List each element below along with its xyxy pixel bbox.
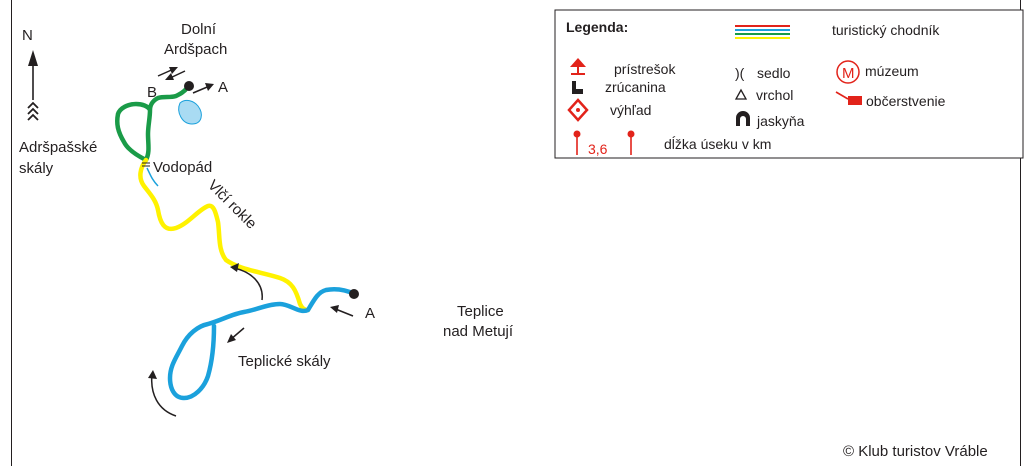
direction-arrows	[148, 67, 354, 417]
legend-refreshment: občerstvenie	[866, 93, 946, 109]
place-adrspasske-line1: Adršpašské	[19, 139, 97, 156]
point-bottom-marker	[349, 289, 359, 299]
legend-museum: múzeum	[865, 63, 919, 79]
legend-distance: dĺžka úseku v km	[664, 135, 771, 152]
ruin-icon	[572, 81, 583, 94]
trail-swatch-icon	[735, 25, 790, 39]
place-teplicke-skaly: Teplické skály	[238, 353, 331, 370]
legend-ruin: zrúcanina	[605, 79, 666, 95]
waterfall-mark	[142, 162, 150, 167]
place-vodopad: Vodopád	[153, 159, 212, 176]
legend-title: Legenda:	[566, 19, 628, 35]
point-label-a-top: A	[218, 79, 228, 96]
viewpoint-icon	[567, 98, 589, 122]
place-dolni-line1: Dolní	[181, 21, 217, 38]
place-adrspasske-line2: skály	[19, 160, 54, 177]
blue-trail	[167, 286, 358, 401]
legend-shelter: prístrešok	[614, 61, 676, 77]
green-trail	[115, 85, 190, 163]
place-teplice-line1: Teplice	[457, 303, 504, 320]
shelter-icon	[570, 58, 586, 75]
museum-icon	[836, 60, 860, 84]
map-frame	[11, 0, 1021, 466]
place-dolni-line2: Ardšpach	[164, 41, 227, 58]
legend-peak: vrchol	[756, 87, 793, 103]
point-label-a-bottom: A	[365, 305, 375, 322]
peak-icon	[734, 88, 748, 100]
museum-symbol: M	[842, 65, 855, 82]
waterfall-icon	[146, 167, 159, 187]
legend-distance-sample: 3,6	[588, 141, 608, 157]
yellow-trail	[138, 157, 311, 313]
legend-viewpoint: výhľad	[610, 102, 651, 118]
north-arrow-icon	[27, 50, 39, 121]
copyright: © Klub turistov Vráble	[843, 443, 988, 460]
legend-trail: turistický chodník	[832, 22, 940, 38]
north-label: N	[22, 27, 33, 44]
point-top-marker	[184, 81, 194, 91]
legend: Legenda: turistický chodník prístrešok z…	[554, 9, 1024, 159]
place-teplice-line2: nad Metují	[443, 323, 514, 340]
legend-cave: jaskyňa	[756, 113, 805, 129]
cave-icon	[736, 111, 750, 126]
distance-marker-icon	[573, 130, 635, 155]
saddle-icon: )(	[735, 65, 745, 81]
refreshment-icon	[835, 91, 862, 105]
point-label-b-top: B	[147, 84, 157, 101]
legend-saddle: sedlo	[757, 65, 791, 81]
pond-icon	[178, 99, 202, 125]
